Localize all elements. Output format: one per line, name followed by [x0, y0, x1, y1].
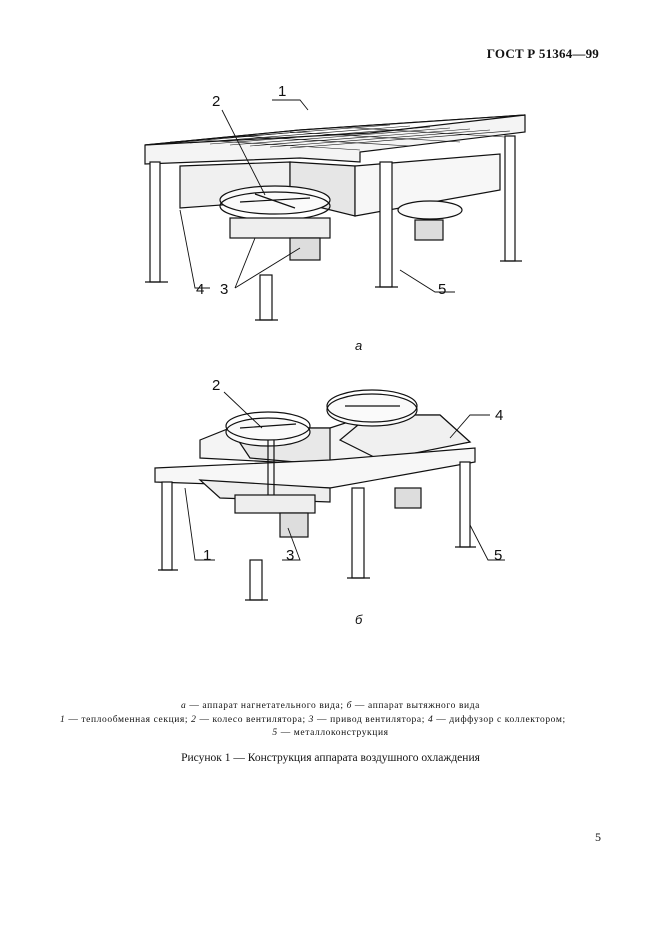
caption-a-text: — аппарат нагнетательного вида; — [186, 701, 347, 711]
callout-1: 1 — [278, 83, 286, 100]
figure-title: Рисунок 1 — Конструкция аппарата воздушн… — [181, 752, 480, 764]
caption-item-text: — привод вентилятора; — [314, 715, 428, 725]
figure-b-drawing: 1 2 3 4 5 — [154, 377, 505, 601]
callout-3: 3 — [220, 281, 228, 298]
page-number: 5 — [595, 830, 601, 844]
caption-item-num: 5 — [272, 728, 278, 738]
callout-4: 4 — [196, 281, 204, 298]
callout-2: 2 — [212, 93, 220, 110]
caption-item-text: — металлоконструкция — [277, 728, 389, 738]
caption-item-num: 2 — [191, 715, 197, 725]
callout-5: 5 — [438, 281, 446, 298]
caption-b-mark: б — [346, 701, 352, 711]
caption-item-text: — диффузор с коллектором; — [433, 715, 566, 725]
document-header: ГОСТ Р 51364—99 — [486, 46, 599, 61]
callout-2: 2 — [212, 377, 220, 394]
callout-5: 5 — [494, 547, 502, 564]
figure-a-label: а — [355, 338, 363, 353]
caption-b-text: — аппарат вытяжного вида — [351, 701, 480, 711]
callout-3: 3 — [286, 547, 294, 564]
caption-line-1: а — аппарат нагнетательного вида; б — ап… — [0, 700, 661, 713]
caption-line-3: 5 — металлоконструкция — [0, 727, 661, 740]
figure-b-label: б — [355, 612, 363, 627]
caption-line-2: 1 — теплообменная секция; 2 — колесо вен… — [60, 714, 620, 727]
caption-item-num: 4 — [427, 715, 434, 725]
caption-item-text: — колесо вентилятора; — [196, 715, 309, 725]
caption-item-num: 1 — [60, 715, 66, 725]
caption-item-num: 3 — [308, 715, 315, 725]
fan-drive — [229, 217, 331, 239]
callout-1: 1 — [203, 547, 211, 564]
caption-a-mark: а — [181, 701, 187, 711]
caption-item-text: — теплообменная секция; — [65, 715, 192, 725]
figure-a-drawing: 1 2 3 4 5 — [144, 83, 526, 321]
callout-4: 4 — [495, 407, 503, 424]
fan-drive — [234, 494, 316, 514]
